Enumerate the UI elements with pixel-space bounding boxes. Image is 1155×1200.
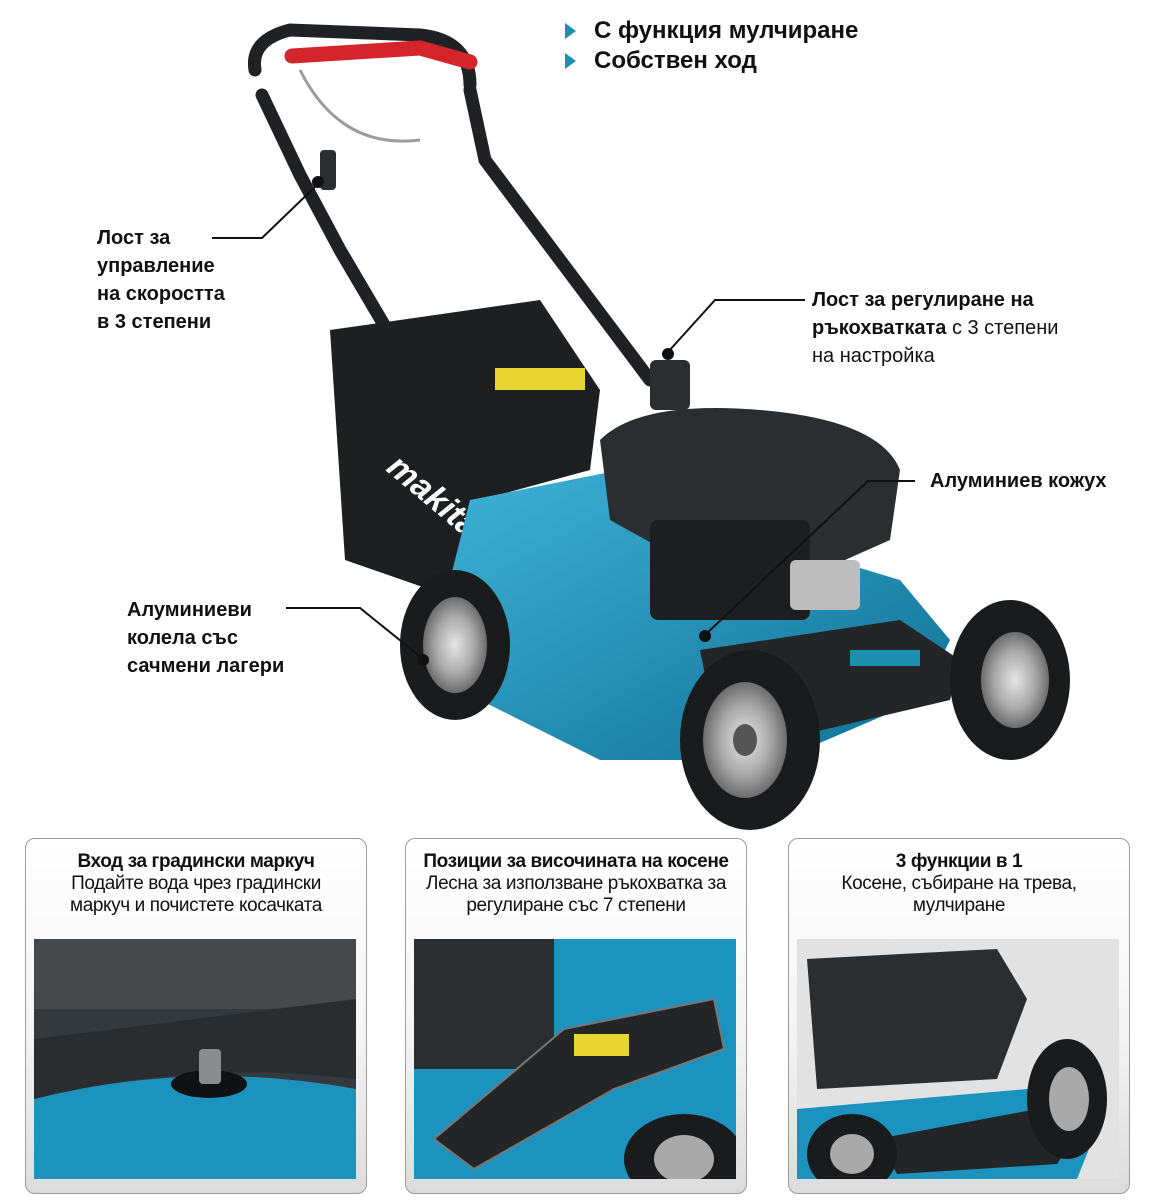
panel-text: Лесна за използване ръкохватка за [426, 873, 726, 894]
red-grip [284, 40, 478, 70]
triangle-bullet-icon [565, 23, 576, 39]
feature-item: Собствен ход [565, 46, 858, 76]
front-left-wheel [680, 650, 820, 830]
panel-title: Позиции за височината на косене [423, 851, 729, 872]
panel-text: регулиране със 7 степени [466, 895, 686, 916]
callout-housing: Алуминиев кожух [930, 470, 1107, 492]
speed-lever [320, 150, 336, 190]
panel-3-in-1: 3 функции в 1 Косене, събиране на трева,… [788, 838, 1130, 1194]
panel-title: Вход за градински маркуч [77, 851, 315, 872]
panel-title: 3 функции в 1 [895, 851, 1023, 872]
panel-cutting-height: Позиции за височината на косене Лесна за… [405, 838, 747, 1194]
panel-text: маркуч и почистете косачката [70, 895, 322, 916]
rear-left-wheel [400, 570, 510, 720]
panel-text: Подайте вода чрез градински [71, 873, 321, 894]
callout-speed-lever: Лост за управление на скоростта в 3 степ… [97, 227, 225, 333]
callout-handle-lever: Лост за регулиране на ръкохватката с 3 с… [812, 289, 1059, 367]
callout-lines [212, 176, 915, 666]
callout-wheels: Алуминиеви колела със сачмени лагери [127, 599, 285, 677]
triangle-bullet-icon [565, 53, 576, 69]
height-lever-photo [414, 939, 736, 1179]
mower-illustration: makita [212, 23, 1070, 830]
panel-text: мулчиране [912, 895, 1006, 916]
hose-inlet-photo [34, 939, 356, 1179]
feature-mulching: С функция мулчиране [594, 17, 859, 44]
panel-text: Косене, събиране на трева, [841, 873, 1077, 894]
panel-hose-inlet: Вход за градински маркуч Подайте вода чр… [25, 838, 367, 1194]
mower-front-photo [797, 939, 1119, 1179]
feature-self-propelled: Собствен ход [594, 47, 757, 74]
feature-list: С функция мулчиране Собствен ход [565, 16, 858, 76]
feature-item: С функция мулчиране [565, 16, 858, 46]
rear-right-wheel [950, 600, 1070, 760]
